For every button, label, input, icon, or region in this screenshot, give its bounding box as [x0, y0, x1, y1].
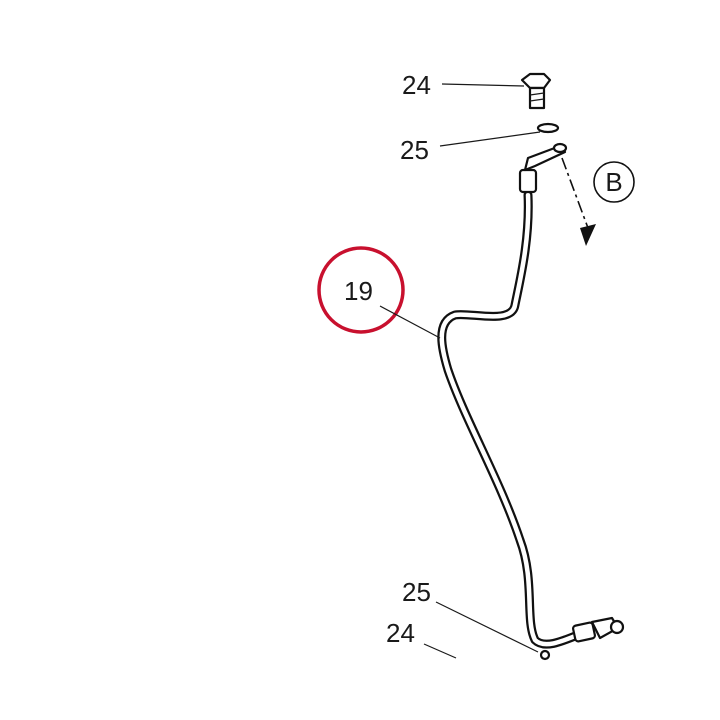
callout-label-hose: 19	[344, 276, 373, 306]
bolt-top	[520, 72, 552, 110]
bolt-top-head	[520, 72, 552, 90]
top-crimp-sleeve	[518, 168, 538, 194]
hose-path-fill	[439, 192, 588, 647]
bottom-banjo-eye	[609, 619, 625, 635]
callout-label-bolt-top: 24	[402, 70, 431, 100]
callout-washer-top: 25	[400, 131, 541, 165]
reference-b-circle	[593, 161, 635, 203]
reference-b-label: B	[605, 167, 622, 197]
top-banjo-eye	[552, 142, 568, 154]
hose-path-outline	[437, 190, 590, 649]
callout-bolt-top: 24	[402, 70, 525, 100]
callout-label-washer-bottom: 25	[402, 577, 431, 607]
callout-hose: 19	[317, 246, 441, 339]
callout-label-washer-top: 25	[400, 135, 429, 165]
reference-b: B	[593, 161, 635, 203]
bottom-mount-point	[539, 649, 551, 661]
top-fitting	[518, 142, 568, 194]
bottom-crimp-sleeve	[572, 621, 596, 643]
hose-assembly	[437, 142, 625, 661]
callout-washer-bottom: 25	[402, 577, 539, 653]
bolt-top-shank	[528, 86, 546, 110]
direction-arrowhead	[580, 224, 596, 246]
callout-label-bolt-bottom: 24	[386, 618, 415, 648]
direction-dash-line	[561, 157, 589, 229]
bottom-fitting	[539, 616, 625, 661]
callout-bolt-bottom: 24	[386, 618, 457, 659]
washer-top	[536, 122, 560, 134]
washer-top-ring	[536, 122, 560, 134]
highlight-ring	[317, 246, 405, 334]
direction-arrow	[561, 157, 596, 246]
